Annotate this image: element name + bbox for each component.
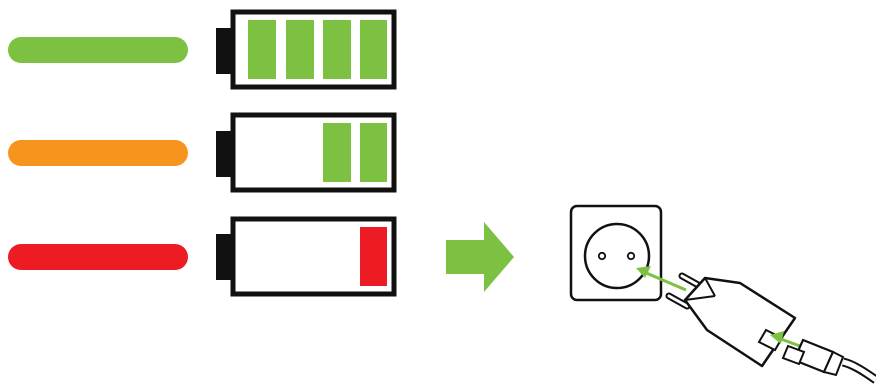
charge-bar [360,227,387,286]
usb-insert-arrow-icon [770,331,801,348]
charge-bar [323,123,351,182]
status-pill-full [8,37,188,63]
charge-bar [360,20,387,79]
plug-in-arrow-icon [636,266,687,292]
usb-charger-icon [665,272,797,368]
battery-low-icon [216,216,397,297]
charge-bar [286,20,314,79]
charge-bar [360,123,387,182]
next-step-arrow-icon [446,222,514,292]
status-pill-medium [8,140,188,166]
usb-cable-icon [781,338,876,384]
wall-socket-icon [569,204,663,302]
charge-bar [248,20,276,79]
status-pill-low [8,244,188,270]
battery-medium-icon [216,112,397,193]
charge-bar [323,20,351,79]
battery-full-icon [216,9,397,90]
